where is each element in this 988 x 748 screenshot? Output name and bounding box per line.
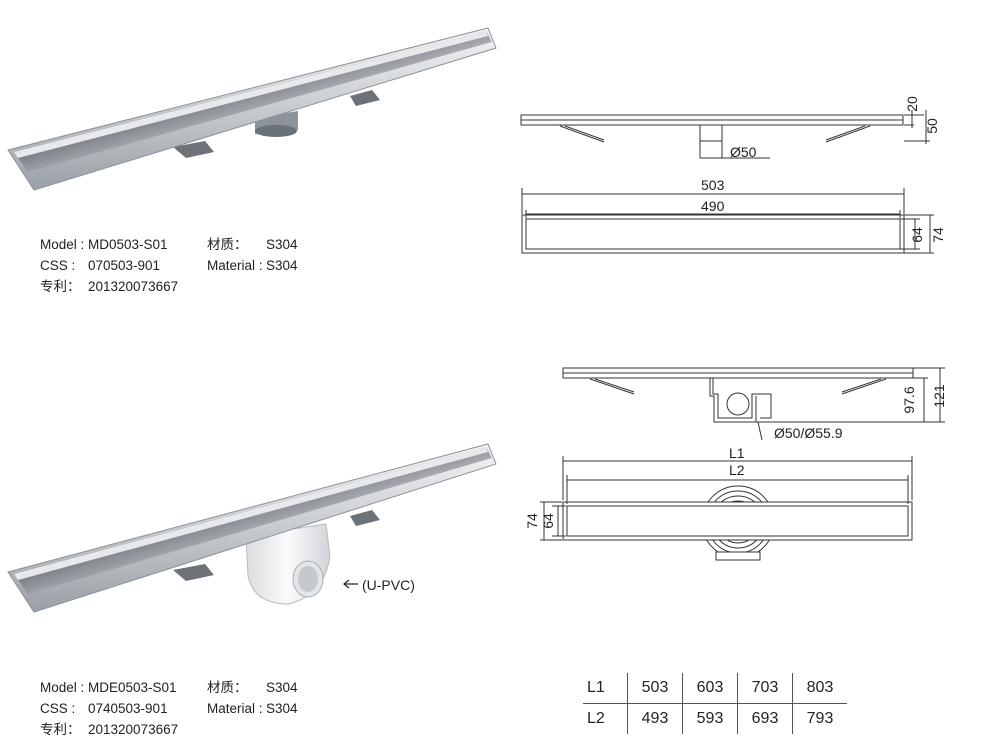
dim-97-6: 97.6 <box>901 386 917 414</box>
model-key-2: Model : <box>40 680 85 695</box>
dim-74-1: 74 <box>930 227 946 243</box>
patent-value-1: 201320073667 <box>88 279 179 294</box>
top-view-2 <box>540 456 913 561</box>
patent-key-2: 专利： <box>40 722 81 737</box>
grate-top-1 <box>14 31 492 172</box>
css-key-1: CSS : <box>40 258 76 273</box>
css-key-2: CSS : <box>40 701 76 716</box>
dim-74-2: 74 <box>524 513 540 529</box>
patent-key-1: 专利： <box>40 279 81 294</box>
bracket-right-1 <box>350 90 380 106</box>
dim-121: 121 <box>931 384 947 408</box>
top-view-1 <box>521 188 934 254</box>
grate-edge-2 <box>14 447 488 580</box>
grate-edge-1 <box>14 31 488 158</box>
dim-outlet-2: Ø50/Ø55.9 <box>774 425 843 441</box>
dim-64-1: 64 <box>909 227 925 243</box>
grate-top-2 <box>14 447 492 594</box>
outlet-pipe-bottom-1 <box>255 125 297 137</box>
cell-L1-703: 703 <box>737 673 793 704</box>
model-value-1: MD0503-S01 <box>88 237 168 252</box>
table-row: L2 493 593 693 793 <box>583 703 847 734</box>
material-cn-value-2: S304 <box>266 680 298 695</box>
model-value-2: MDE0503-S01 <box>88 680 177 695</box>
patent-value-2: 201320073667 <box>88 722 179 737</box>
cell-L2-693: 693 <box>737 703 793 734</box>
dim-L1: L1 <box>729 445 745 461</box>
material-cn-key-1: 材质： <box>207 237 248 252</box>
cell-L2-793: 793 <box>792 703 847 734</box>
cell-L1-603: 603 <box>682 673 738 704</box>
dim-490: 490 <box>701 198 725 214</box>
material-cn-value-1: S304 <box>266 237 298 252</box>
drain-photo-1 <box>7 27 497 191</box>
css-value-1: 070503-901 <box>88 258 161 273</box>
cell-L1-803: 803 <box>792 673 847 704</box>
model-key-1: Model : <box>40 237 85 252</box>
dim-20: 20 <box>904 96 920 112</box>
material-key-2: Material : <box>207 701 263 716</box>
material-value-1: S304 <box>266 258 298 273</box>
cell-L2-493: 493 <box>627 703 683 734</box>
material-key-1: Material : <box>207 258 263 273</box>
side-view-1 <box>520 110 930 159</box>
table-row: L1 503 603 703 803 <box>583 673 847 704</box>
cell-L1-503: 503 <box>627 673 683 704</box>
material-cn-key-2: 材质： <box>207 680 248 695</box>
row-label-L1: L1 <box>583 673 628 704</box>
bracket-left-1 <box>173 141 214 158</box>
spec-block-1: Model : MD0503-S01 材质： S304 CSS : 070503… <box>40 234 340 297</box>
length-table: L1 503 603 703 803 L2 493 593 693 793 <box>583 673 847 734</box>
css-value-2: 0740503-901 <box>88 701 168 716</box>
dim-L2: L2 <box>729 462 745 478</box>
upvc-arrow <box>343 579 358 589</box>
dim-64-2: 64 <box>540 513 556 529</box>
material-value-2: S304 <box>266 701 298 716</box>
bracket-right-2 <box>350 510 380 526</box>
dim-503: 503 <box>701 177 725 193</box>
upvc-label: (U-PVC) <box>362 577 415 593</box>
spec-block-2: Model : MDE0503-S01 材质： S304 CSS : 07405… <box>40 677 340 740</box>
dim-outlet-1: Ø50 <box>730 144 757 160</box>
side-view-2 <box>562 367 945 441</box>
drain-photo-2 <box>7 443 497 613</box>
cell-L2-593: 593 <box>682 703 738 734</box>
row-label-L2: L2 <box>587 710 605 727</box>
upvc-outlet-inner <box>298 566 318 592</box>
bracket-left-2 <box>173 564 214 581</box>
dim-50: 50 <box>924 118 940 134</box>
